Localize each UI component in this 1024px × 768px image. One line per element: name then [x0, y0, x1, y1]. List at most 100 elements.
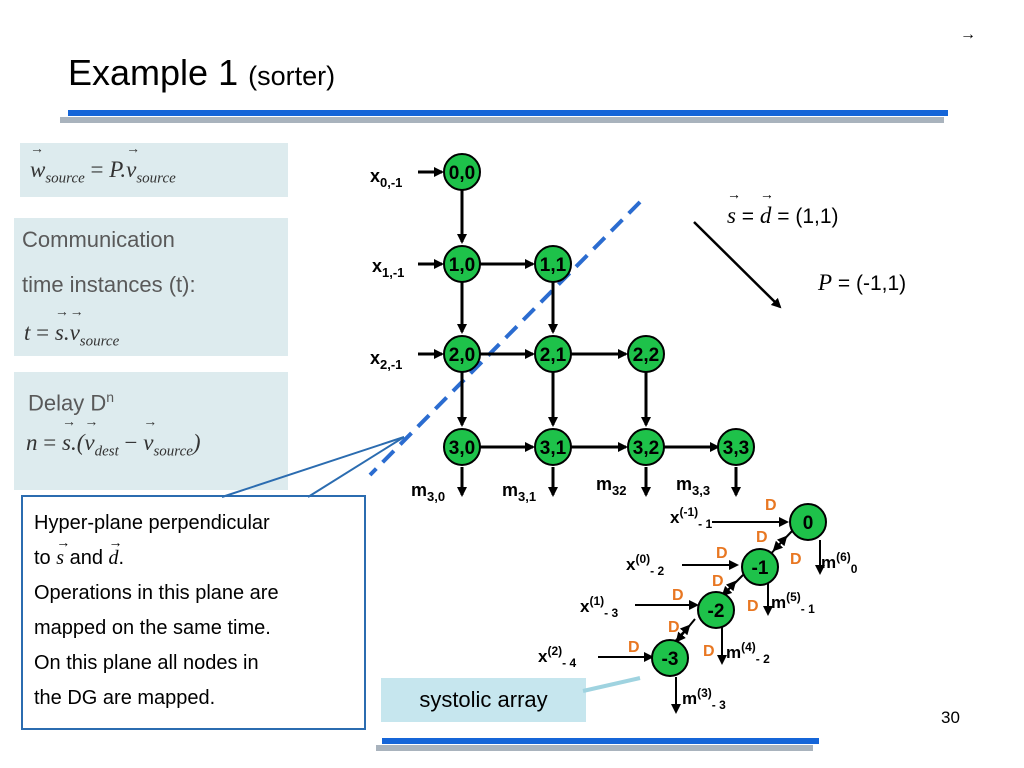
dg-node-3-3: 3,3 — [717, 428, 755, 466]
dg-node-label: 3,3 — [723, 438, 749, 459]
sub-source: source — [79, 333, 120, 350]
sa-output-label: m(3)- 3 — [682, 686, 726, 712]
dg-node-label: 1,1 — [540, 255, 567, 276]
dg-node-label: 2,1 — [540, 345, 567, 366]
dg-node-1-0: 1,0 — [443, 245, 481, 283]
delay-label: D — [628, 639, 640, 656]
dg-nodes: 0,0 1,0 1,1 2,0 2,1 2,2 3,0 3,1 3,2 3,3 — [443, 153, 755, 466]
delay-label: D — [716, 545, 728, 562]
sa-input-label: x(-1)- 1 — [670, 505, 712, 531]
dg-node-label: 0,0 — [449, 163, 475, 184]
callout-line-5: On this plane all nodes in — [34, 652, 259, 674]
sd-value: = (1,1) — [777, 205, 839, 228]
sa-input-label: x(0)- 2 — [626, 552, 664, 578]
dg-input-label: x1,-1 — [372, 256, 404, 280]
vec-v-source: v — [143, 415, 157, 456]
dg-node-3-2: 3,2 — [627, 428, 665, 466]
title-main: Example 1 — [68, 52, 239, 93]
dg-node-2-1: 2,1 — [534, 335, 572, 373]
P-equals: P = (-1,1) — [818, 270, 906, 296]
dg-output-label: m32 — [596, 474, 626, 498]
callout-pointer-2 — [307, 436, 405, 498]
next-arrow-icon[interactable]: → — [960, 26, 976, 43]
sa-output-label: m(4)- 2 — [726, 640, 770, 666]
comm-label-1: Communication — [22, 227, 175, 252]
s-equals-d: s = d = (1,1) — [727, 188, 839, 229]
callout-line-1: Hyper-plane perpendicular — [34, 512, 270, 534]
dg-node-2-2: 2,2 — [627, 335, 665, 373]
vec-v-dest: v — [84, 415, 98, 456]
dg-node-1-1: 1,1 — [534, 245, 572, 283]
delay-label: D — [747, 598, 759, 615]
dg-node-0-0: 0,0 — [443, 153, 481, 191]
var-n: n — [26, 430, 38, 455]
callout-text: Hyper-plane perpendicular to s and d. Op… — [34, 506, 359, 716]
dg-node-3-1: 3,1 — [534, 428, 572, 466]
panel-equation-w — [20, 143, 288, 197]
sa-output-label: m(6)0 — [821, 550, 858, 576]
sa-node-label: 0 — [803, 513, 814, 534]
sa-nodes: 0 -1 -2 -3 — [651, 503, 827, 677]
delay-sup: n — [106, 389, 115, 405]
delay-label: D — [703, 643, 715, 660]
var-t: t — [24, 320, 31, 345]
sub-source: source — [45, 170, 85, 187]
sa-node-neg3: -3 — [651, 639, 689, 677]
hyperplane-line — [368, 200, 642, 477]
page-number: 30 — [941, 708, 960, 727]
dg-node-label: 3,2 — [633, 438, 659, 459]
sa-node-0: 0 — [789, 503, 827, 541]
vec-s: s — [56, 526, 70, 576]
footer-bar-blue — [382, 738, 819, 744]
sa-node-label: -2 — [708, 601, 725, 622]
equation-w-source: wsource = P.vsource — [30, 142, 176, 188]
vec-s: s — [55, 305, 69, 346]
slide-title: Example 1 (sorter) — [68, 52, 335, 94]
title-divider-gray — [60, 117, 944, 123]
comm-label-2: time instances (t): — [22, 272, 196, 297]
matrix-P: P. — [109, 157, 127, 182]
delay-label: D — [668, 619, 680, 636]
delay-text: Delay D — [28, 390, 107, 416]
sa-node-label: -3 — [662, 649, 679, 670]
equation-n: n = s.(vdest − vsource) — [26, 415, 201, 461]
dg-input-label: x0,-1 — [370, 166, 402, 190]
footer-bar-gray — [376, 745, 813, 751]
delay-label: D — [765, 497, 777, 514]
vec-s: s — [727, 188, 741, 229]
sa-input-label: x(2)- 4 — [538, 644, 576, 670]
title-subtitle: (sorter) — [248, 61, 336, 91]
dg-output-label: m3,0 — [411, 480, 445, 504]
dg-node-3-0: 3,0 — [443, 428, 481, 466]
sub-dest: dest — [94, 443, 119, 460]
vec-v: v — [70, 305, 84, 346]
sub-source: source — [153, 443, 193, 460]
dg-edges — [418, 167, 741, 497]
sa-input-label: x(1)- 3 — [580, 594, 618, 620]
dg-node-2-0: 2,0 — [443, 335, 481, 373]
dg-node-label: 1,0 — [449, 255, 475, 276]
dg-node-label: 2,0 — [449, 345, 475, 366]
callout-box — [21, 495, 366, 730]
vec-s: s — [62, 415, 76, 456]
dg-node-label: 3,1 — [540, 438, 567, 459]
vec-d: d — [109, 526, 123, 576]
sa-node-neg2: -2 — [697, 591, 735, 629]
systolic-pointer — [582, 676, 641, 693]
delay-label: D — [790, 551, 802, 568]
systolic-array-label: systolic array — [381, 678, 586, 722]
callout-pointer-1 — [221, 436, 405, 498]
dg-node-label: 3,0 — [449, 438, 475, 459]
delay-label: D — [756, 529, 768, 546]
dg-input-label: x2,-1 — [370, 348, 402, 372]
sa-node-neg1: -1 — [741, 548, 779, 586]
vec-v: v — [126, 142, 140, 183]
delay-label: D — [712, 573, 724, 590]
callout-line-4: mapped on the same time. — [34, 617, 271, 639]
delay-label: Delay Dn — [28, 375, 114, 425]
sub-source-2: source — [136, 170, 176, 187]
sa-node-label: -1 — [752, 558, 769, 579]
dg-output-label: m3,3 — [676, 474, 710, 498]
